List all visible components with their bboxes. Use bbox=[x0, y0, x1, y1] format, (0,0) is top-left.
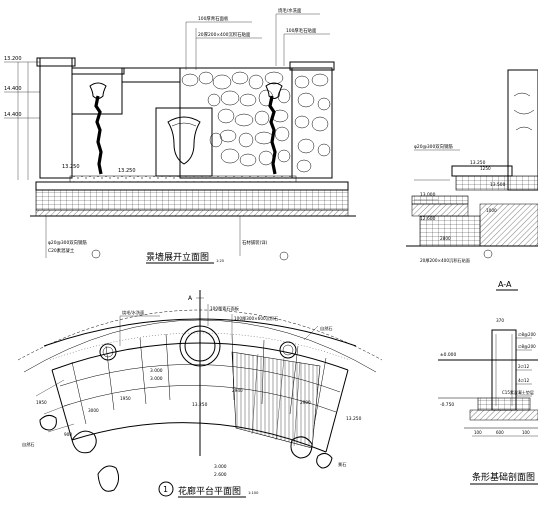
elevation-level-1: 13.200 bbox=[4, 56, 22, 62]
footing-dim-2: 100 bbox=[474, 430, 482, 435]
footing-callout-4: 4∅12 bbox=[518, 378, 530, 383]
planting-columns bbox=[94, 95, 277, 175]
plan-callout-3: 100厚300×600沉积石 bbox=[234, 315, 278, 322]
footing-title: 条形基础剖面图 bbox=[472, 471, 535, 483]
stone-wall bbox=[179, 67, 293, 179]
plan-section-marker: A bbox=[188, 295, 193, 302]
water-basin bbox=[69, 175, 297, 183]
plan-dim-6: 1950 bbox=[36, 400, 47, 405]
plan-level-6: 13.250 bbox=[346, 416, 362, 422]
footing-callout-3: 2∅12 bbox=[518, 364, 530, 369]
plan-view: A bbox=[17, 290, 383, 498]
elevation-callouts: 100厚青石面板 20厚200×400沉积石贴面 烧毛/水洗面 100厚毛石贴面 bbox=[185, 7, 330, 70]
elevation-title: 景墙展开立面图 bbox=[146, 251, 209, 263]
footing-level-1: ±0.000 bbox=[440, 352, 456, 358]
plan-level-5: 13.250 bbox=[192, 402, 208, 408]
footing-callout-2: ∅8@200 bbox=[518, 344, 536, 349]
section-dim-3: 2800 bbox=[440, 236, 451, 241]
plan-dim-2: 1950 bbox=[120, 396, 131, 401]
elevation-view: 13.200 14.400 14.400 13.250 13.250 bbox=[4, 7, 356, 264]
elevation-callout-4: 100厚毛石贴面 bbox=[286, 27, 317, 34]
elevation-callout-2: 20厚200×400沉积石贴面 bbox=[198, 31, 251, 38]
plan-level-1: 3.000 bbox=[150, 368, 163, 374]
plan-dim-3: 2940 bbox=[232, 388, 243, 393]
elevation-bottom-notes: φ20@300双向钢筋 C20素混凝土 石材铺装(详) bbox=[45, 216, 289, 261]
elevation-note-3: 石材铺装(详) bbox=[242, 239, 268, 246]
elevation-callout-1: 100厚青石面板 bbox=[198, 15, 229, 22]
plan-scale: 1:100 bbox=[248, 491, 259, 495]
elevation-scale: 1:25 bbox=[216, 259, 224, 263]
elevation-level-markers: 13.200 14.400 14.400 13.250 13.250 bbox=[4, 56, 136, 180]
plan-dim-5: 2900 bbox=[300, 400, 311, 405]
elevation-note-2: C20素混凝土 bbox=[48, 247, 75, 254]
footing-section: ±0.000 -0.750 ∅8@200 ∅8@200 2∅12 4∅12 C1… bbox=[438, 318, 538, 485]
plan-callout-1: 烧毛/水洗面 bbox=[122, 309, 144, 316]
elevation-level-5: 13.250 bbox=[118, 168, 136, 174]
elevation-note-1: φ20@300双向钢筋 bbox=[48, 239, 87, 246]
elevation-level-3: 14.400 bbox=[4, 112, 22, 118]
footing-callout-5: C15素混凝土垫层 bbox=[502, 389, 534, 395]
section-dim-2: 1000 bbox=[486, 208, 497, 213]
plan-dim-1: 3000 bbox=[88, 408, 99, 413]
plan-dim-4: 900 bbox=[64, 432, 72, 437]
left-vase bbox=[89, 82, 107, 99]
footing-level-2: -0.750 bbox=[440, 402, 454, 408]
center-urn bbox=[167, 116, 201, 165]
section-level-2: 13.000 bbox=[420, 192, 436, 198]
footing-dim-1: 370 bbox=[496, 318, 504, 323]
elevation-level-4: 13.250 bbox=[62, 164, 80, 170]
section-callout-2: 20厚200×400沉积石贴面 bbox=[420, 257, 470, 264]
landscape-stones bbox=[39, 414, 333, 492]
plan-callout-2: 100厚青石面板 bbox=[210, 305, 240, 312]
left-pier bbox=[39, 57, 73, 179]
section-level-3: 13.500 bbox=[490, 182, 506, 188]
plan-callout-6: 景石 bbox=[338, 462, 346, 468]
section-level-4: 12.600 bbox=[420, 216, 436, 222]
plan-title-index: 1 bbox=[163, 485, 168, 494]
section-title: A-A bbox=[498, 280, 512, 289]
section-view: 13.250 13.000 13.500 12.600 φ20@300双向钢筋 … bbox=[406, 69, 538, 291]
plan-level-3: 3.000 bbox=[214, 464, 227, 470]
elevation-foundation bbox=[35, 189, 349, 211]
plan-callout-5: 自然石 bbox=[22, 441, 35, 448]
elevation-level-2: 14.400 bbox=[4, 86, 22, 92]
plan-title: 花廊平台平面图 bbox=[178, 485, 241, 497]
fountain-niche bbox=[155, 107, 213, 177]
footing-dim-4: 100 bbox=[522, 430, 530, 435]
elevation-callout-3: 烧毛/水洗面 bbox=[278, 7, 302, 14]
plan-callouts: 烧毛/水洗面 100厚青石面板 100厚300×600沉积石 自然石 自然石 景… bbox=[22, 304, 346, 468]
right-pier bbox=[291, 67, 333, 179]
plan-level-4: 2.600 bbox=[214, 472, 227, 478]
section-callout-1: φ20@300双向钢筋 bbox=[414, 143, 453, 150]
plan-title-index-circle bbox=[158, 481, 174, 497]
footing-dim-3: 600 bbox=[496, 430, 504, 435]
section-level-1: 13.250 bbox=[470, 160, 486, 166]
section-dim-1: 1250 bbox=[480, 166, 491, 171]
plan-level-2: 3.000 bbox=[150, 376, 163, 382]
plan-callout-4: 自然石 bbox=[320, 325, 333, 332]
footing-callout-1: ∅8@200 bbox=[518, 332, 536, 337]
